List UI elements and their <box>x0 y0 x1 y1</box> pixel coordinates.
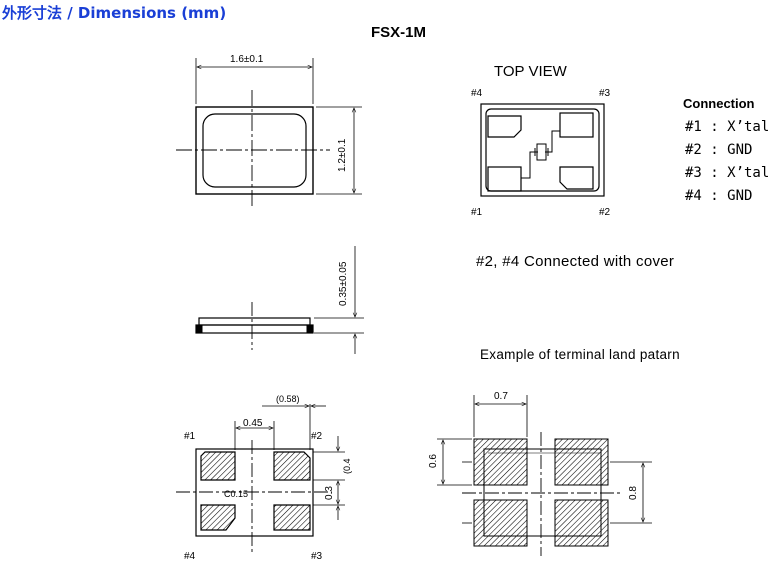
page-title: 外形寸法 / Dimensions (mm) <box>2 4 227 22</box>
width-dimension: 1.6±0.1 <box>230 54 264 65</box>
connection-row: #2 : GND <box>685 142 753 158</box>
bottom-pin-2: #2 <box>311 431 323 442</box>
pad-gap-dimension: 0.45 <box>243 418 263 429</box>
connection-list: #1 : X’tal #2 : GND #3 : X’tal #4 : GND <box>685 116 769 208</box>
bottom-view-drawing <box>176 404 345 552</box>
model-name: FSX-1M <box>371 24 427 41</box>
land-height-dimension: 0.6 <box>428 454 439 468</box>
cover-note: #2, #4 Connected with cover <box>476 253 675 270</box>
pad-gap-vertical-dimension: 0.3 <box>324 486 335 500</box>
connection-row: #1 : X’tal <box>685 119 770 135</box>
land-width-dimension: 0.7 <box>494 391 508 402</box>
top-view-pin-1: #1 <box>471 207 483 218</box>
thickness-dimension: 0.35±0.05 <box>338 261 349 306</box>
connection-row: #3 : X’tal <box>685 165 770 181</box>
pad-height-dimension: (0.4 <box>342 458 352 474</box>
land-pitch-dimension: 0.8 <box>628 486 639 500</box>
connection-title: Connection <box>683 96 755 111</box>
pad-pitch-dimension: (0.58) <box>276 394 300 404</box>
height-dimension: 1.2±0.1 <box>337 138 348 172</box>
land-pattern-drawing <box>437 395 652 556</box>
bottom-pin-1: #1 <box>184 431 196 442</box>
land-pattern-note: Example of terminal land patarn <box>480 347 680 362</box>
bottom-pin-4: #4 <box>184 551 196 562</box>
bottom-pin-3: #3 <box>311 551 323 562</box>
connection-row: #4 : GND <box>685 188 753 204</box>
chamfer-dimension: C0.15 <box>224 489 248 499</box>
top-view-pin-3: #3 <box>599 88 611 99</box>
top-view-drawing <box>480 103 605 197</box>
top-view-pin-2: #2 <box>599 207 611 218</box>
package-top-outline <box>176 58 362 206</box>
package-side-view <box>195 246 364 354</box>
top-view-pin-4: #4 <box>471 88 483 99</box>
top-view-label: TOP VIEW <box>494 63 567 80</box>
